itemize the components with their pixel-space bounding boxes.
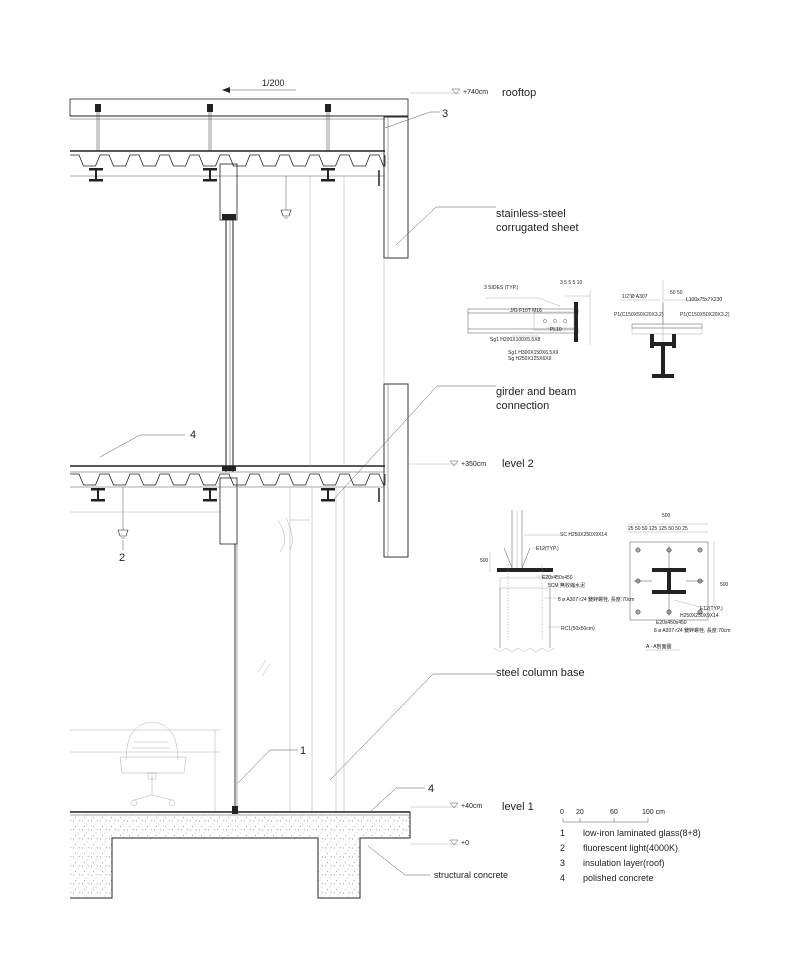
legend-num-2: 2 [560, 843, 565, 853]
tag-insulation: 3 [442, 108, 448, 120]
detail-b-left: P1(C150X50X20X3.2) [614, 312, 664, 318]
beam-web [97, 488, 99, 500]
tag-laminated-glass: 1 [300, 745, 306, 757]
leader-lines [99, 111, 496, 876]
detail-a-dim: 3 5 5 5 10 [560, 280, 582, 286]
detail-c-anchor: 8 ø A307 r24 鍍鋅螺栓, 長度:70cm [558, 596, 634, 603]
detail-column-base-plan: 500 25 50 50 125 125 50 50 25 E12(TYP.) … [628, 513, 730, 651]
roof-assembly [69, 98, 409, 182]
glazing [219, 163, 271, 814]
detail-c-height: 500 [480, 558, 489, 564]
detail-c-col: SC H250X250X9X14 [560, 532, 607, 538]
detail-b-right: P1(C150X50X20X3.2) [680, 312, 730, 318]
tag-fluorescent-light: 2 [119, 552, 125, 564]
detail-purlin-section: 1/2"Ø A307 L100x75x7X230 50 50 P1(C150X5… [614, 280, 730, 380]
detail-b-dims: 50 50 [670, 290, 683, 296]
detail-d-col: H250X250X9X14 [680, 613, 719, 619]
legend-text-4: polished concrete [583, 873, 654, 883]
legend-num-1: 1 [560, 828, 565, 838]
level-rooftop-name: rooftop [502, 87, 536, 99]
scale-tick-100: 100 cm [642, 809, 665, 816]
detail-a-sg2b: Sg H250X125X6X9 [508, 356, 552, 362]
level-markers: +740cm rooftop +350cm level 2 +40cm leve… [408, 87, 536, 847]
wall-panels [378, 116, 409, 558]
legend: 1 low-iron laminated glass(8+8) 2 fluore… [560, 828, 701, 883]
detail-d-width: 500 [662, 513, 671, 519]
beam-flange-bottom [321, 499, 335, 502]
steel-column [70, 176, 345, 812]
scale-tick-0: 0 [560, 809, 564, 816]
beam-flange-bottom [203, 179, 217, 182]
detail-beam-to-girder: 3 SIDES (TYP.) 3 5 5 5 10 J/G F10T M16 P… [467, 280, 591, 362]
roof-purlin-cap [95, 104, 101, 112]
level-1-name: level 1 [502, 801, 534, 813]
tag-polished-concrete-lower: 4 [428, 783, 434, 795]
scale-bar: 0 20 60 100 cm [560, 809, 665, 823]
detail-a-bolts: J/G F10T M16 [510, 308, 542, 314]
detail-c-plate: E20x450x450 [542, 575, 573, 581]
roof-slope-label: 1/200 [262, 78, 285, 88]
beam-web [327, 168, 329, 180]
detail-a-top-note: 3 SIDES (TYP.) [484, 285, 519, 291]
scale-tick-20: 20 [576, 809, 584, 816]
beam-flange-bottom [91, 499, 105, 502]
detail-b-angle: L100x75x7X230 [686, 297, 722, 303]
level-2-name: level 2 [502, 458, 534, 470]
tag-polished-concrete-upper: 4 [190, 429, 196, 441]
detail-d-anchor: 8 ø A307 r24 鍍鋅螺栓, 長度:70cm [654, 627, 730, 634]
beam-flange-bottom [321, 179, 335, 182]
beam-web [95, 168, 97, 180]
detail-a-sg1: Sg1 H200X100X5.5X8 [490, 337, 541, 343]
roof-purlin-cap [207, 104, 213, 112]
roof-purlin-cap [325, 104, 331, 112]
level-2-slab [70, 465, 386, 502]
beam-web [209, 488, 211, 500]
callout-steel-column-base: steel column base [496, 667, 585, 679]
scale-tick-60: 60 [610, 809, 618, 816]
detail-c-rib: E12(TYP.) [536, 546, 559, 552]
legend-text-3: insulation layer(roof) [583, 858, 665, 868]
detail-b-bolt: 1/2"Ø A307 [622, 294, 648, 300]
legend-text-1: low-iron laminated glass(8+8) [583, 828, 701, 838]
beam-web [327, 488, 329, 500]
legend-text-2: fluorescent light(4000K) [583, 843, 678, 853]
ground-slab [70, 811, 411, 899]
legend-num-3: 3 [560, 858, 565, 868]
legend-num-4: 4 [560, 873, 565, 883]
detail-d-rib: E12(TYP.) [700, 606, 723, 612]
detail-column-base-elevation: SC H250X250X9X14 E12(TYP.) E20x450x450 5… [480, 510, 634, 653]
detail-a-plate: PL10 [550, 327, 562, 333]
level-ground-elev: +0 [461, 840, 469, 847]
fluorescent-light-upper [280, 176, 292, 219]
beam-flange-bottom [89, 179, 103, 182]
fluorescent-light-lower [117, 487, 129, 539]
level-1-elev: +40cm [461, 803, 482, 810]
roof-slope-marker: 1/200 [222, 78, 296, 93]
detail-a-sg2a: Sg1 H300X150X6.5X9 [508, 350, 559, 356]
beam-flange-bottom [203, 499, 217, 502]
detail-d-caption: A - A剖面圖 [646, 643, 672, 650]
detail-d-dims: 25 50 50 125 125 50 50 25 [628, 526, 688, 532]
office-chair-and-desk [70, 721, 220, 812]
detail-d-plate: E20x450x450 [656, 620, 687, 626]
callout-structural-concrete: structural concrete [434, 870, 508, 880]
level-2-elev: +350cm [461, 461, 486, 468]
level-rooftop-elev: +740cm [463, 89, 488, 96]
detail-d-height: 500 [720, 582, 729, 588]
detail-c-pier: RC1(50x50cm) [561, 626, 595, 632]
detail-c-grout: 5CM 無收縮水泥 [548, 582, 585, 589]
beam-web [209, 168, 211, 180]
